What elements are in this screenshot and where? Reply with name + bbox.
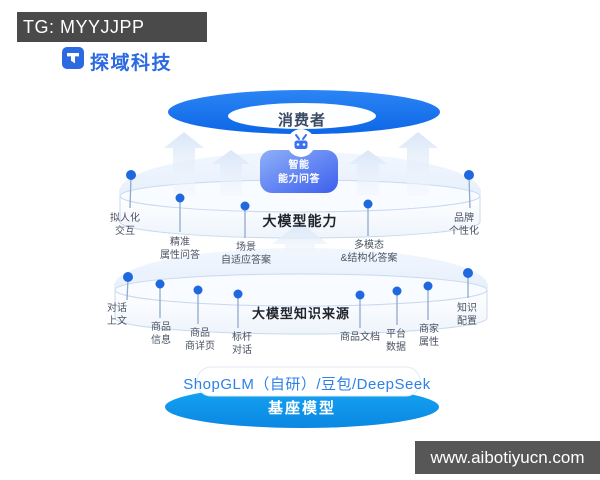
site-watermark-bar: www.aibotiyucn.com [415,441,600,474]
assistant-box-label: 智能 能力问答 [278,160,320,185]
base-model-layer [165,366,439,428]
knowledge-pin-label: 知识 配置 [457,303,477,327]
base-models-label: ShopGLM（自研）/豆包/DeepSeek [183,376,431,393]
capability-layer-title: 大模型能力 [262,213,338,229]
knowledge-pin-label: 平台 数据 [386,329,406,353]
knowledge-pin-label: 商品 信息 [151,322,171,346]
knowledge-pin-label: 商品 商详页 [185,328,215,352]
tag-watermark-text: TG: MYYJJPP [23,17,145,37]
brand-name: 探域科技 [90,53,173,74]
knowledge-pin-dots [123,268,473,300]
knowledge-pin-stems [126,274,469,328]
knowledge-pin-label: 标杆 对话 [232,332,252,356]
capability-pin-label: 精准 属性问答 [160,237,200,261]
knowledge-pin-label: 商家 属性 [419,324,439,348]
consumer-label: 消费者 [277,112,327,129]
capability-pin-label: 品牌 个性化 [449,213,479,237]
knowledge-pin-label: 对话 上文 [107,303,127,327]
tanyu-logo-icon [62,47,84,69]
capability-pin-label: 拟人化 交互 [110,213,140,237]
tag-watermark-bar: TG: MYYJJPP [17,12,207,42]
capability-pin-stems [129,175,471,238]
consumer-ring [168,90,440,134]
capability-pin-label: 多模态 &结构化答案 [340,240,398,264]
robot-icon [287,129,315,157]
base-layer-label: 基座模型 [267,400,337,417]
capability-pin-dots [126,170,474,211]
up-arrows [164,132,438,258]
assistant-box [260,150,338,193]
knowledge-disk [114,248,488,335]
knowledge-pin-label: 商品文档 [340,332,380,343]
knowledge-layer-title: 大模型知识来源 [251,306,351,321]
capability-pin-label: 场景 自适应答案 [221,242,271,266]
site-watermark-text: www.aibotiyucn.com [430,448,585,467]
